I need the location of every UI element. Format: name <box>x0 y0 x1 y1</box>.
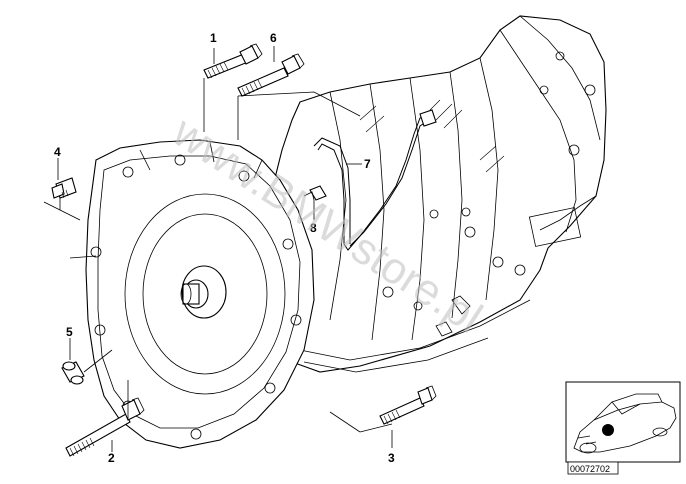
car-thumbnail <box>573 393 677 454</box>
bolt-3 <box>379 385 437 425</box>
clip-part <box>303 185 327 201</box>
callout-6: 6 <box>270 31 277 45</box>
transmission-body <box>267 15 607 373</box>
thumbnail-box: 00072702 <box>565 381 681 475</box>
oil-line <box>313 109 437 251</box>
location-marker <box>602 424 614 436</box>
diagram-number: 00072702 <box>570 464 610 474</box>
bolt-1 <box>203 43 263 79</box>
callout-8: 8 <box>310 221 317 235</box>
bolt-6 <box>237 53 305 97</box>
callout-2: 2 <box>108 451 115 465</box>
sleeve-5 <box>61 361 85 385</box>
callout-1: 1 <box>210 31 217 45</box>
callout-4: 4 <box>54 145 61 159</box>
callout-7: 7 <box>364 157 371 171</box>
callout-labels: 1 6 4 7 8 5 2 3 <box>54 31 395 465</box>
bolt-2 <box>65 397 145 457</box>
callout-3: 3 <box>388 451 395 465</box>
bolt-4 <box>51 177 77 199</box>
bell-housing <box>85 139 315 449</box>
leader-lines <box>43 46 393 452</box>
callout-5: 5 <box>66 325 73 339</box>
